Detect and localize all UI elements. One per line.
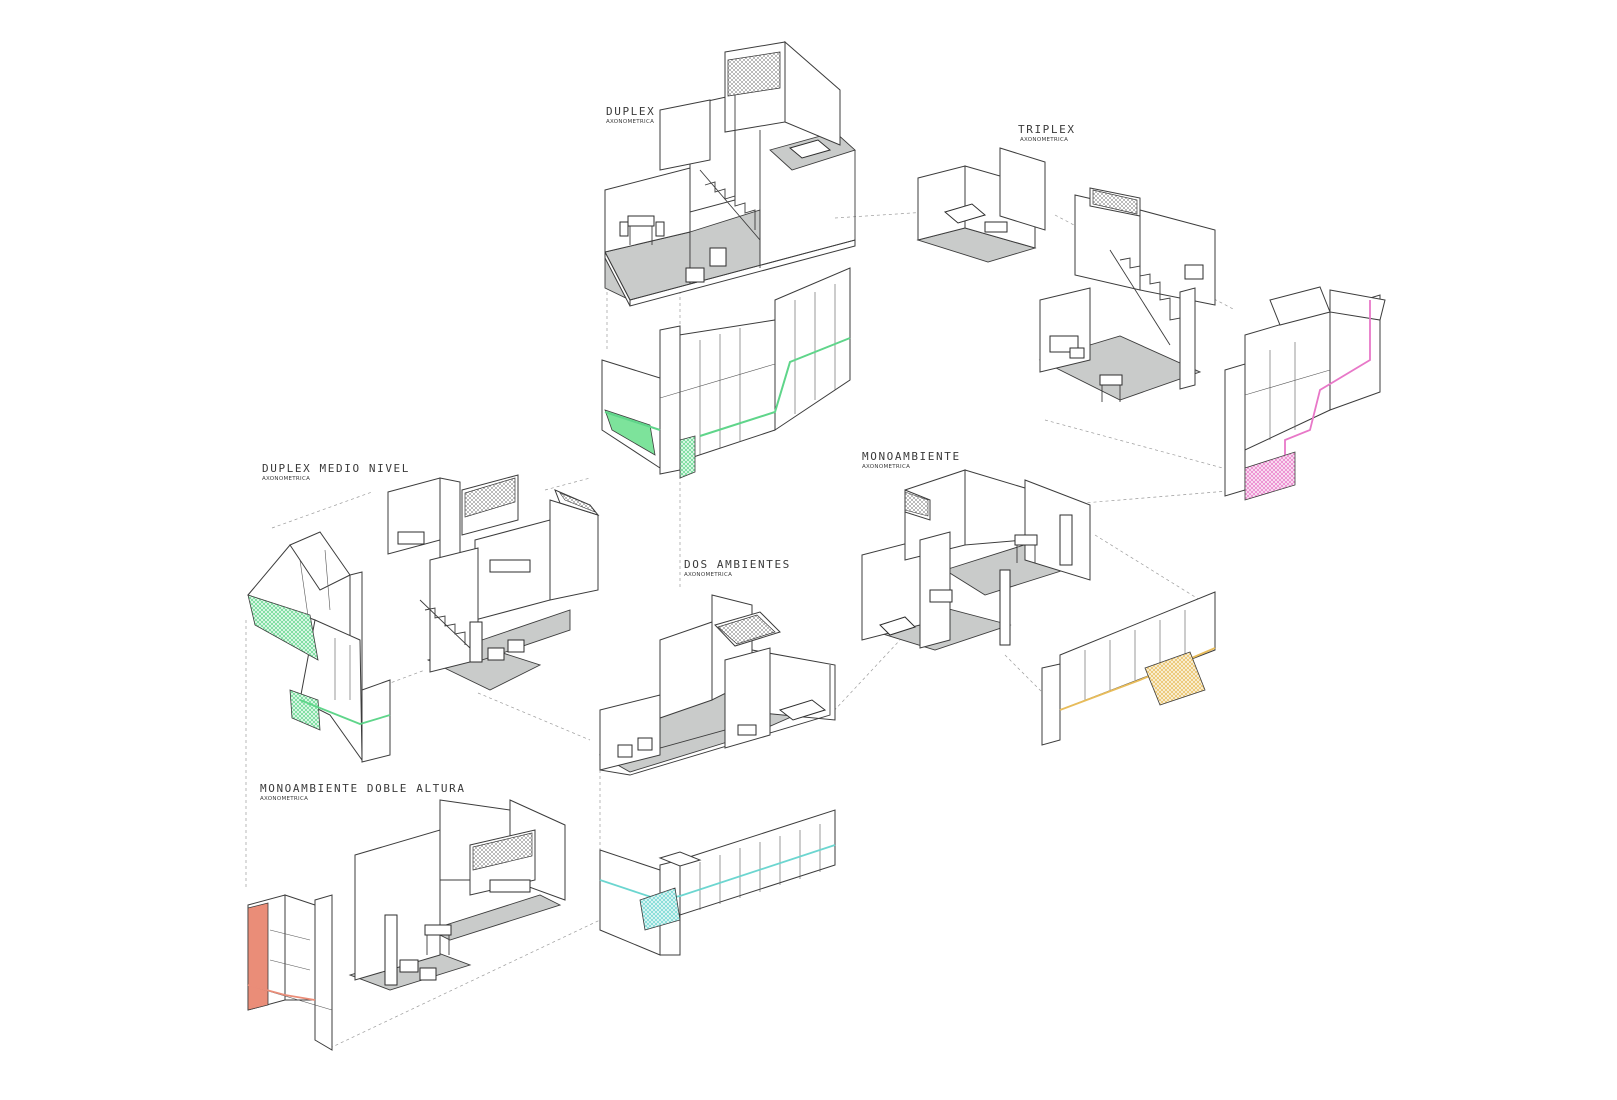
title-monoambiente: MONOAMBIENTE — [862, 450, 961, 463]
unit-dos-ambientes — [598, 594, 836, 776]
unit-dos-ambientes-facade — [599, 809, 836, 956]
unit-duplex-medio-nivel-interior — [387, 474, 600, 691]
subtitle-monoambiente: AXONOMETRICA — [862, 464, 911, 470]
unit-monoambiente — [861, 469, 1091, 651]
subtitle-monoambiente-doble-altura: AXONOMETRICA — [260, 796, 309, 802]
unit-duplex-medio-nivel-facade — [247, 531, 391, 763]
unit-triplex-left-block — [916, 147, 1046, 263]
title-triplex: TRIPLEX — [1018, 123, 1076, 136]
subtitle-duplex: AXONOMETRICA — [606, 119, 655, 125]
unit-triplex-center-block — [1038, 187, 1216, 402]
unit-triplex-facade — [1224, 286, 1386, 501]
title-duplex-medio-nivel: DUPLEX MEDIO NIVEL — [262, 462, 411, 475]
subtitle-triplex: AXONOMETRICA — [1020, 137, 1069, 143]
title-dos-ambientes: DOS AMBIENTES — [684, 558, 791, 571]
unit-duplex-facade — [601, 267, 851, 479]
subtitle-duplex-medio-nivel: AXONOMETRICA — [262, 476, 311, 482]
subtitle-dos-ambientes: AXONOMETRICA — [684, 572, 733, 578]
unit-duplex-upper — [604, 40, 856, 307]
unit-monoambiente-doble-altura-interior — [348, 799, 566, 991]
title-monoambiente-doble-altura: MONOAMBIENTE DOBLE ALTURA — [260, 782, 466, 795]
unit-monoambiente-facade — [1041, 591, 1216, 746]
unit-monoambiente-doble-altura-facade — [247, 894, 333, 1051]
title-duplex: DUPLEX — [606, 105, 656, 118]
